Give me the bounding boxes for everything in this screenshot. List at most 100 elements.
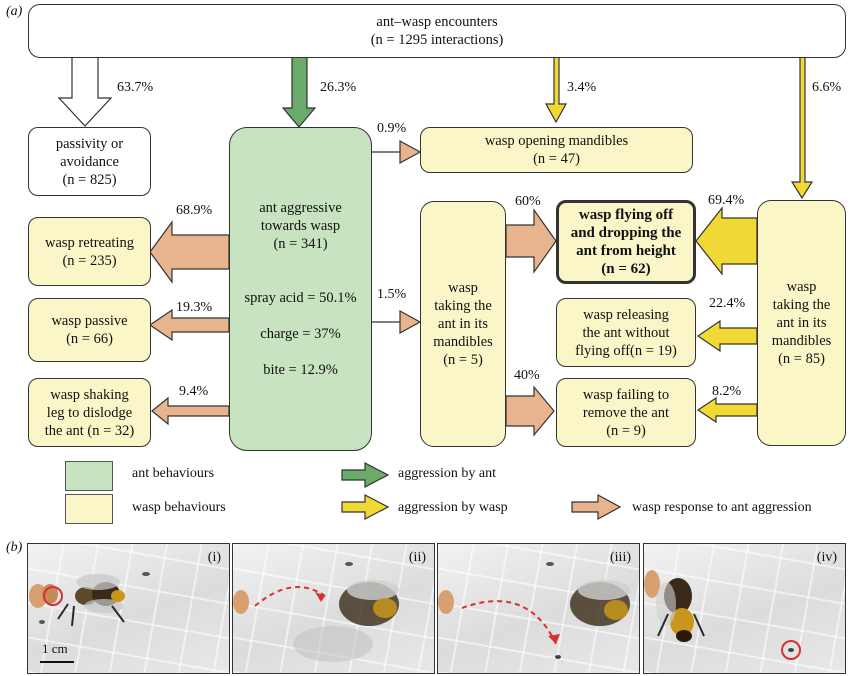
ant-aggr-line-1: ant aggressive (259, 200, 342, 216)
pct-wasp-take-branch: 6.6% (812, 80, 842, 95)
ant-aggr-line-2: towards wasp (260, 218, 341, 234)
flow-arrows (57, 56, 814, 521)
pct-wasp-open-branch: 3.4% (567, 80, 597, 95)
wasp-releasing-box: wasp releasing the ant without flying of… (556, 298, 696, 367)
arrow-take5-to-fly (505, 208, 557, 274)
wasp-shaking-box: wasp shaking leg to dislodge the ant (n … (28, 378, 151, 447)
encounters-box: ant–wasp encounters (n = 1295 interactio… (28, 4, 846, 58)
arrow-to-shake (151, 396, 230, 426)
legend-ant-behaviours: ant behaviours (132, 466, 215, 481)
take5-line-1: wasp (448, 280, 478, 296)
fail-line-2: remove the ant (582, 404, 670, 421)
fail-count: (n = 9) (606, 422, 646, 439)
arrow-take85-to-release (696, 319, 758, 353)
encounters-title: ant–wasp encounters (376, 14, 498, 30)
pct-to-open: 0.9% (377, 121, 407, 136)
photo-label-ii: (ii) (408, 550, 426, 565)
wasp-photo-iii (438, 562, 630, 659)
ant-aggressive-box: ant aggressive towards wasp (n = 341) sp… (229, 127, 372, 451)
pct-to-fail82: 8.2% (712, 384, 742, 399)
legend-aggression-wasp: aggression by wasp (398, 500, 508, 515)
ant-aggr-spray: spray acid = 50.1% (244, 290, 357, 306)
wasp-photo-iv (644, 570, 801, 660)
panel-b-label: (b) (6, 540, 23, 555)
legend-swatch-wasp (65, 494, 113, 524)
photo-label-iii: (iii) (610, 550, 631, 565)
ant-aggr-charge: charge = 37% (260, 326, 341, 342)
highlight-circle-i (43, 586, 63, 606)
pct-to-release: 22.4% (709, 296, 746, 311)
legend-wasp-behaviours: wasp behaviours (132, 500, 226, 515)
fly-line-3: ant from height (576, 243, 676, 259)
pct-to-fail40: 40% (514, 368, 540, 383)
pct-ant-branch: 26.3% (320, 80, 357, 95)
wasp-flying-box: wasp flying off and dropping the ant fro… (556, 200, 696, 284)
arrow-to-passivity (57, 56, 113, 127)
photo-panel-i: 1 cm (i) (27, 543, 230, 674)
shaking-line-3: the ant (n = 32) (44, 422, 135, 439)
fly-line-1: wasp flying off (578, 207, 674, 223)
wasp-photo-i (29, 572, 150, 663)
passivity-line-2: avoidance (60, 153, 119, 170)
ant-aggr-count: (n = 341) (273, 236, 328, 252)
arrow-to-take5 (399, 309, 422, 335)
wasp-open-line-1: wasp opening mandibles (484, 133, 629, 149)
shaking-line-2: leg to dislodge (46, 404, 133, 421)
scale-label: 1 cm (42, 641, 68, 656)
fly-count: (n = 62) (601, 261, 651, 277)
legend-response: wasp response to ant aggression (632, 500, 812, 515)
pct-to-retreat: 68.9% (176, 203, 213, 218)
photo-panel-iv: (iv) (643, 543, 846, 674)
release-line-2: the ant without (582, 324, 670, 341)
take5-count: (n = 5) (443, 352, 483, 368)
take5-line-3: ant in its (438, 316, 488, 332)
arrow-take85-to-fail (696, 396, 758, 424)
fail-line-1: wasp failing to (582, 386, 670, 403)
legend-arrow-wasp (341, 494, 390, 520)
photo-panel-iii: (iii) (437, 543, 640, 674)
pct-to-fly60: 60% (515, 194, 541, 209)
legend-aggression-ant: aggression by ant (398, 466, 496, 481)
pct-to-take5: 1.5% (377, 287, 407, 302)
shaking-line-1: wasp shaking (50, 386, 129, 403)
wasp-passive-box: wasp passive (n = 66) (28, 298, 151, 362)
pct-to-shake: 9.4% (179, 384, 209, 399)
arrow-to-retreat (149, 220, 230, 284)
passivity-box: passivity or avoidance (n = 825) (28, 127, 151, 196)
wasp-open-count: (n = 47) (533, 151, 580, 167)
arrow-to-wasp-take85 (790, 56, 814, 200)
panel-a-label: (a) (6, 4, 23, 19)
release-line-3: flying off(n = 19) (575, 342, 677, 359)
arrow-to-ant-aggression (281, 56, 317, 128)
highlight-circle-iv (781, 640, 801, 660)
photo-label-iv: (iv) (816, 550, 837, 565)
legend-arrow-ant (341, 462, 390, 488)
take5-line-4: mandibles (433, 334, 493, 350)
arrow-take85-to-fly (695, 206, 758, 276)
pct-to-passive: 19.3% (176, 300, 213, 315)
take85-line-1: wasp (786, 279, 817, 295)
wasp-failing-box: wasp failing to remove the ant (n = 9) (556, 378, 696, 447)
retreat-line-1: wasp retreating (45, 234, 134, 251)
passive-line-1: wasp passive (51, 313, 128, 329)
take85-line-2: taking the (772, 297, 831, 313)
retreat-count: (n = 235) (62, 252, 117, 269)
arrow-to-wasp-open (544, 56, 568, 124)
arrow-take5-to-fail (505, 385, 555, 437)
passivity-count: (n = 825) (62, 171, 117, 188)
wasp-photo-ii (233, 562, 399, 662)
take85-count: (n = 85) (778, 351, 825, 367)
pct-to-fly694: 69.4% (708, 193, 745, 208)
ant-aggr-bite: bite = 12.9% (263, 362, 338, 378)
wasp-retreating-box: wasp retreating (n = 235) (28, 217, 151, 286)
pct-passive-branch: 63.7% (117, 80, 154, 95)
wasp-take85-box: wasp taking the ant in its mandibles (n … (757, 200, 846, 446)
take85-line-3: ant in its (776, 315, 827, 331)
take85-line-4: mandibles (771, 333, 832, 349)
photo-label-i: (i) (207, 550, 221, 565)
passive-count: (n = 66) (66, 331, 113, 347)
wasp-opening-box: wasp opening mandibles (n = 47) (420, 127, 693, 173)
legend-arrow-response (571, 493, 622, 521)
legend-swatch-ant (65, 461, 113, 491)
wasp-take5-box: wasp taking the ant in its mandibles (n … (420, 201, 506, 447)
